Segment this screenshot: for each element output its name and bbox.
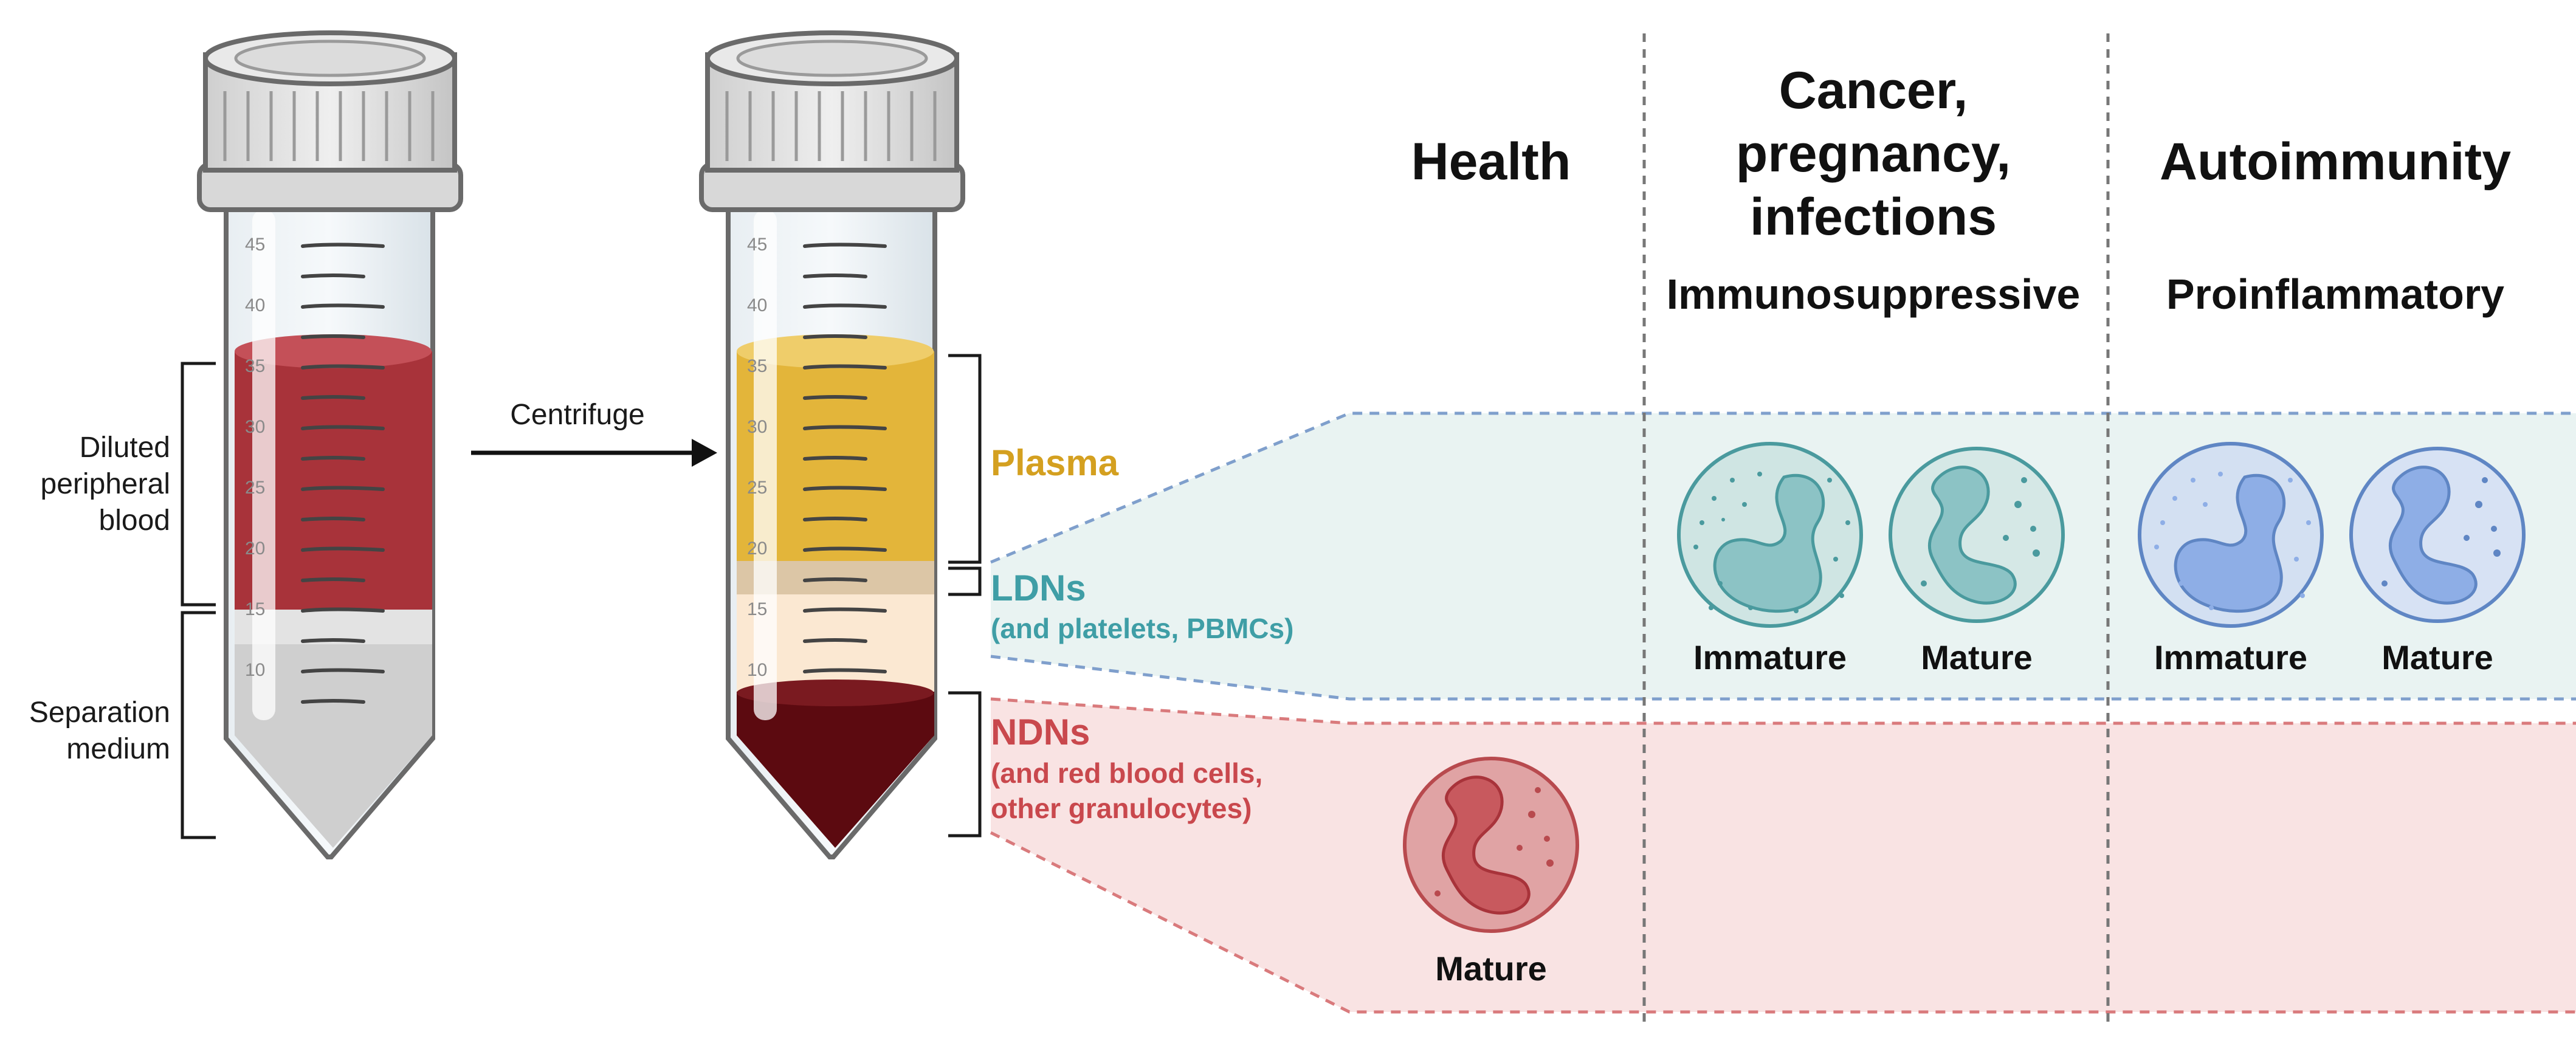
label-ndns-sub-line1: (and red blood cells, xyxy=(991,757,1262,789)
heading-autoimmunity: Autoimmunity xyxy=(2160,132,2511,191)
cell-cancer-immature xyxy=(1677,442,1863,628)
cell-cancer-mature xyxy=(1889,447,2065,623)
bracket-ldn xyxy=(948,566,982,596)
scale-mark: 45 xyxy=(747,235,767,255)
label-ldns-sub: (and platelets, PBMCs) xyxy=(991,613,1293,644)
scale-mark: 15 xyxy=(245,599,265,619)
cell-label-auto-mature: Mature xyxy=(2381,638,2493,676)
cell-auto-mature xyxy=(2349,447,2526,623)
subheading-immunosuppressive: Immunosuppressive xyxy=(1667,270,2081,318)
cell-label-cancer-mature: Mature xyxy=(1921,638,2033,676)
label-diluted-blood-line3: blood xyxy=(99,504,170,537)
bracket-ndn xyxy=(948,691,982,838)
tube-before-centrifuge: 45 40 35 30 25 20 15 10 xyxy=(197,30,463,859)
scale-mark: 10 xyxy=(245,660,265,680)
scale-mark: 30 xyxy=(245,417,265,437)
heading-cancer-line2: pregnancy, xyxy=(1736,125,2011,183)
bracket-plasma xyxy=(948,354,982,564)
scale-mark: 35 xyxy=(245,356,265,376)
label-ldns: LDNs xyxy=(991,568,1086,608)
scale-mark: 35 xyxy=(747,356,767,376)
label-diluted-blood-line2: peripheral xyxy=(41,468,170,500)
scale-mark: 15 xyxy=(747,599,767,619)
scale-mark: 10 xyxy=(747,660,767,680)
bracket-blood xyxy=(181,362,216,607)
scale-mark: 20 xyxy=(747,538,767,559)
ndn-band xyxy=(990,697,2576,1014)
label-ndns-sub-line2: other granulocytes) xyxy=(991,793,1252,824)
label-plasma: Plasma xyxy=(991,442,1119,483)
cell-label-health-mature: Mature xyxy=(1435,949,1547,988)
cell-label-auto-immature: Immature xyxy=(2154,638,2307,676)
label-diluted-blood-line1: Diluted xyxy=(80,432,170,464)
scale-mark: 40 xyxy=(747,295,767,315)
subheading-proinflammatory: Proinflammatory xyxy=(2166,270,2504,318)
centrifuge-label: Centrifuge xyxy=(510,399,644,431)
cell-label-cancer-immature: Immature xyxy=(1693,638,1847,676)
scale-mark: 30 xyxy=(747,417,767,437)
cell-auto-immature xyxy=(2138,442,2324,628)
heading-cancer-line1: Cancer, xyxy=(1779,61,1968,120)
cell-health-mature xyxy=(1403,757,1579,933)
label-ndns: NDNs xyxy=(991,712,1090,752)
tube-after-centrifuge: 45 40 35 30 25 20 15 10 xyxy=(699,30,965,859)
heading-health: Health xyxy=(1411,132,1571,191)
centrifuge-arrow xyxy=(471,439,717,467)
scale-mark: 25 xyxy=(747,478,767,498)
heading-cancer-line3: infections xyxy=(1750,188,1997,246)
scale-mark: 25 xyxy=(245,478,265,498)
scale-mark: 40 xyxy=(245,295,265,315)
scale-mark: 20 xyxy=(245,538,265,559)
scale-mark: 45 xyxy=(245,235,265,255)
bracket-medium xyxy=(181,611,216,839)
label-separation-medium-line2: medium xyxy=(66,733,170,765)
label-separation-medium-line1: Separation xyxy=(29,697,170,729)
